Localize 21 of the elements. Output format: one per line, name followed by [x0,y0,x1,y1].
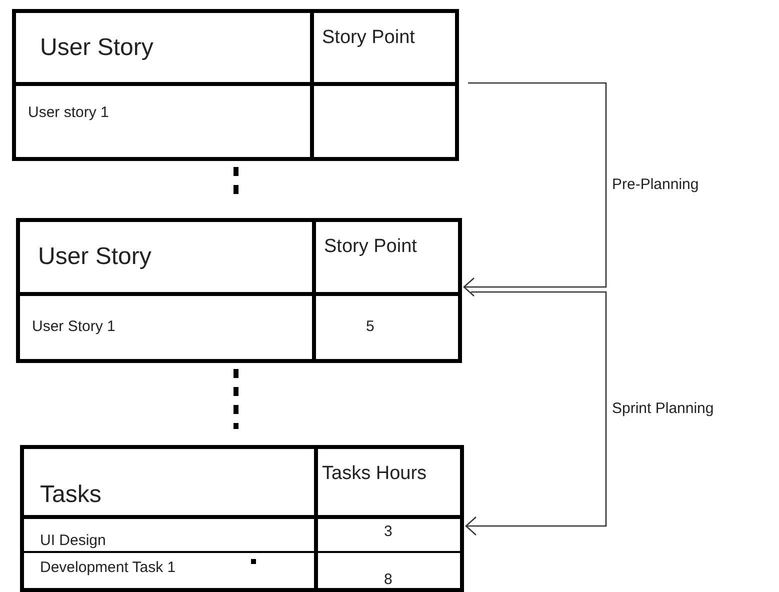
dashed-connector [234,369,238,429]
table-cell: 3 [314,515,460,551]
column-header: Tasks Hours [314,449,460,515]
column-header: Story Point [312,222,458,292]
table-cell: Development Task 1 [24,551,314,588]
column-header: User Story [37,242,152,272]
table-cell: 8 [314,551,460,588]
edge-label: Pre-Planning [612,176,699,193]
table [12,9,459,161]
column-header: User Story [39,32,154,62]
column-header: Tasks [39,480,102,510]
edge-label: Sprint Planning [612,400,714,417]
table-cell: User story 1 [16,82,310,157]
table-cell: UI Design [24,515,314,551]
table [16,218,462,363]
column-header: Story Point [310,13,455,82]
bracket-arrow [463,82,607,297]
table [20,445,464,592]
table-cell: 5 [312,292,458,359]
table-cell: User Story 1 [20,292,312,359]
bracket-arrow [465,291,607,536]
